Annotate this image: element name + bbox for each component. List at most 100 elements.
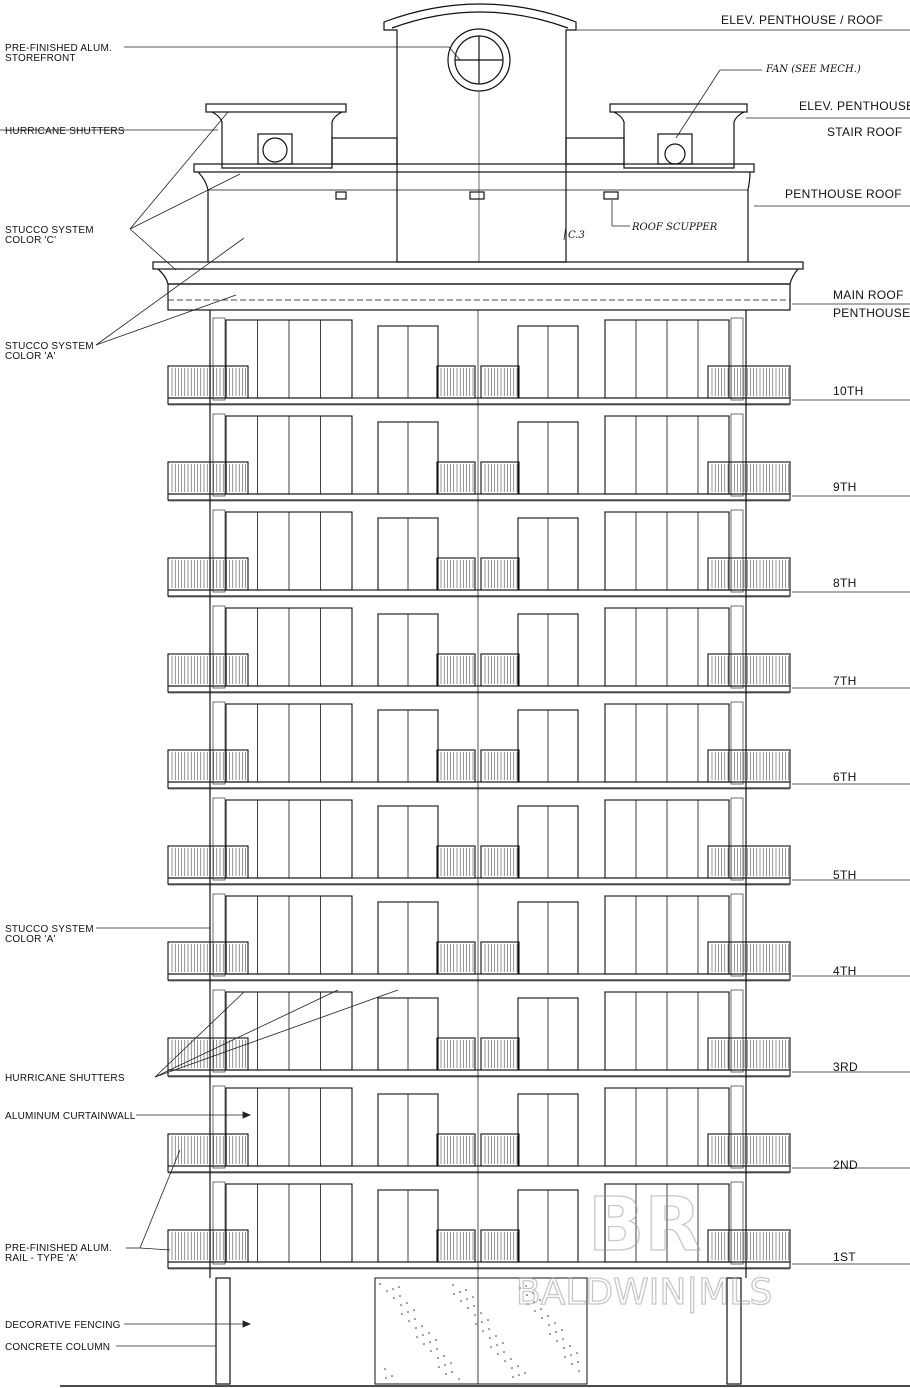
- level-label-9th: 9TH: [833, 480, 857, 494]
- stipple-dot: [540, 1308, 542, 1310]
- stipple-dot: [386, 1290, 388, 1292]
- stipple-dot: [450, 1362, 452, 1364]
- level-label-penthouse-roof: PENTHOUSE ROOF: [785, 187, 902, 201]
- level-label-6th: 6TH: [833, 770, 857, 784]
- stipple-dot: [495, 1335, 497, 1337]
- floor-bands: [167, 317, 791, 1270]
- stipple-dot: [430, 1350, 432, 1352]
- stipple-dot: [556, 1340, 558, 1342]
- stipple-dot: [504, 1360, 506, 1362]
- right-fan-frame: [657, 133, 693, 165]
- balcony-railing: [480, 1229, 520, 1263]
- note-stucco-a-top-line1: STUCCO SYSTEM: [5, 341, 94, 352]
- stipple-dot: [423, 1343, 425, 1345]
- stipple-dot: [564, 1356, 566, 1358]
- side-strip-right: [730, 701, 744, 785]
- right-stair-box: [613, 111, 745, 169]
- round-window-outer: [447, 28, 511, 92]
- side-strip-right: [730, 1181, 744, 1265]
- leader-line: [154, 989, 339, 1078]
- leader-line: [129, 111, 229, 230]
- leader-line: [154, 991, 245, 1078]
- balcony-railing: [436, 557, 476, 591]
- scupper-left: [335, 191, 347, 200]
- stipple-dot: [421, 1325, 423, 1327]
- stipple-dot: [460, 1300, 462, 1302]
- balcony-railing: [707, 365, 791, 399]
- stipple-dot: [561, 1329, 563, 1331]
- note-storefront-line1: PRE-FINISHED ALUM.: [5, 43, 112, 54]
- stipple-dot: [534, 1310, 536, 1312]
- level-label-elev-penthouse-roof: ELEV. PENTHOUSE / ROOF: [721, 13, 883, 27]
- side-strip-right: [730, 797, 744, 881]
- stipple-dot: [400, 1304, 402, 1306]
- left-stair-box: [211, 111, 343, 169]
- stipple-dot: [569, 1345, 571, 1347]
- balcony-railing: [707, 1037, 791, 1071]
- stipple-dot: [489, 1337, 491, 1339]
- floor-3: [167, 989, 791, 1078]
- side-strip-left: [212, 317, 226, 401]
- note-decorative-fencing: DECORATIVE FENCING: [5, 1320, 121, 1331]
- balcony-railing: [480, 557, 520, 591]
- left-fan-icon: [262, 137, 288, 163]
- leader-line: [129, 228, 177, 271]
- stipple-dot: [438, 1366, 440, 1368]
- handwritten-fan-note: FAN (SEE MECH.): [765, 64, 861, 75]
- level-label-4th: 4TH: [833, 964, 857, 978]
- balcony-railing: [707, 1229, 791, 1263]
- baldwin-mls-watermark: BR BALDWIN|MLS: [515, 1181, 773, 1313]
- handwritten-notes: FAN (SEE MECH.) ROOF SCUPPER C.3: [568, 64, 861, 241]
- stipple-dot: [467, 1307, 469, 1309]
- note-hurricane-shutters-low: HURRICANE SHUTTERS: [5, 1073, 125, 1084]
- stipple-dot: [503, 1351, 505, 1353]
- stipple-dot: [435, 1339, 437, 1341]
- balcony-railing: [436, 461, 476, 495]
- level-label-7th: 7TH: [833, 674, 857, 688]
- level-label-8th: 8TH: [833, 576, 857, 590]
- balcony-railing: [480, 941, 520, 975]
- scupper-center: [469, 191, 485, 200]
- stipple-dot: [527, 1303, 529, 1305]
- stipple-dot: [458, 1378, 460, 1380]
- note-curtainwall: ALUMINUM CURTAINWALL: [5, 1111, 136, 1122]
- side-strip-left: [212, 509, 226, 593]
- floor-slab-band: [167, 493, 791, 501]
- level-labels: ELEV. PENTHOUSE / ROOF ELEV. PENTHOUSE S…: [721, 13, 910, 1264]
- stipple-dot: [541, 1317, 543, 1319]
- stipple-dot: [475, 1323, 477, 1325]
- stipple-dot: [510, 1358, 512, 1360]
- floor-7: [167, 605, 791, 694]
- right-stair-cornice: [609, 103, 748, 113]
- stipple-dot: [496, 1344, 498, 1346]
- stipple-dot: [524, 1372, 526, 1374]
- note-storefront-line2: STOREFRONT: [5, 53, 76, 64]
- note-concrete-column: CONCRETE COLUMN: [5, 1342, 110, 1353]
- level-label-3rd: 3RD: [833, 1060, 858, 1074]
- balcony-railing: [436, 1037, 476, 1071]
- floor-slab-band: [167, 589, 791, 597]
- floor-slab-band: [167, 685, 791, 693]
- stipple-dot: [472, 1296, 474, 1298]
- floor-5: [167, 797, 791, 886]
- main-roof-parapet: [167, 283, 791, 311]
- leader-line: [139, 1149, 181, 1249]
- stipple-dot: [576, 1352, 578, 1354]
- stipple-dot: [429, 1341, 431, 1343]
- side-strip-right: [730, 989, 744, 1073]
- note-stucco-c-line2: COLOR 'C': [5, 235, 56, 246]
- level-label-penthouse: PENTHOUSE: [833, 306, 910, 320]
- stipple-dot: [398, 1286, 400, 1288]
- stipple-dot: [414, 1318, 416, 1320]
- right-connector-wall: [565, 137, 625, 165]
- note-hurricane-shutters-top: HURRICANE SHUTTERS: [5, 126, 125, 137]
- level-label-stair-roof: STAIR ROOF: [827, 125, 902, 139]
- stipple-dot: [519, 1287, 521, 1289]
- note-stucco-c-line1: STUCCO SYSTEM: [5, 225, 94, 236]
- balcony-railing: [436, 653, 476, 687]
- stipple-dot: [445, 1373, 447, 1375]
- stipple-dot: [532, 1292, 534, 1294]
- balcony-railing: [436, 941, 476, 975]
- stipple-dot: [549, 1333, 551, 1335]
- left-connector-wall: [331, 137, 398, 165]
